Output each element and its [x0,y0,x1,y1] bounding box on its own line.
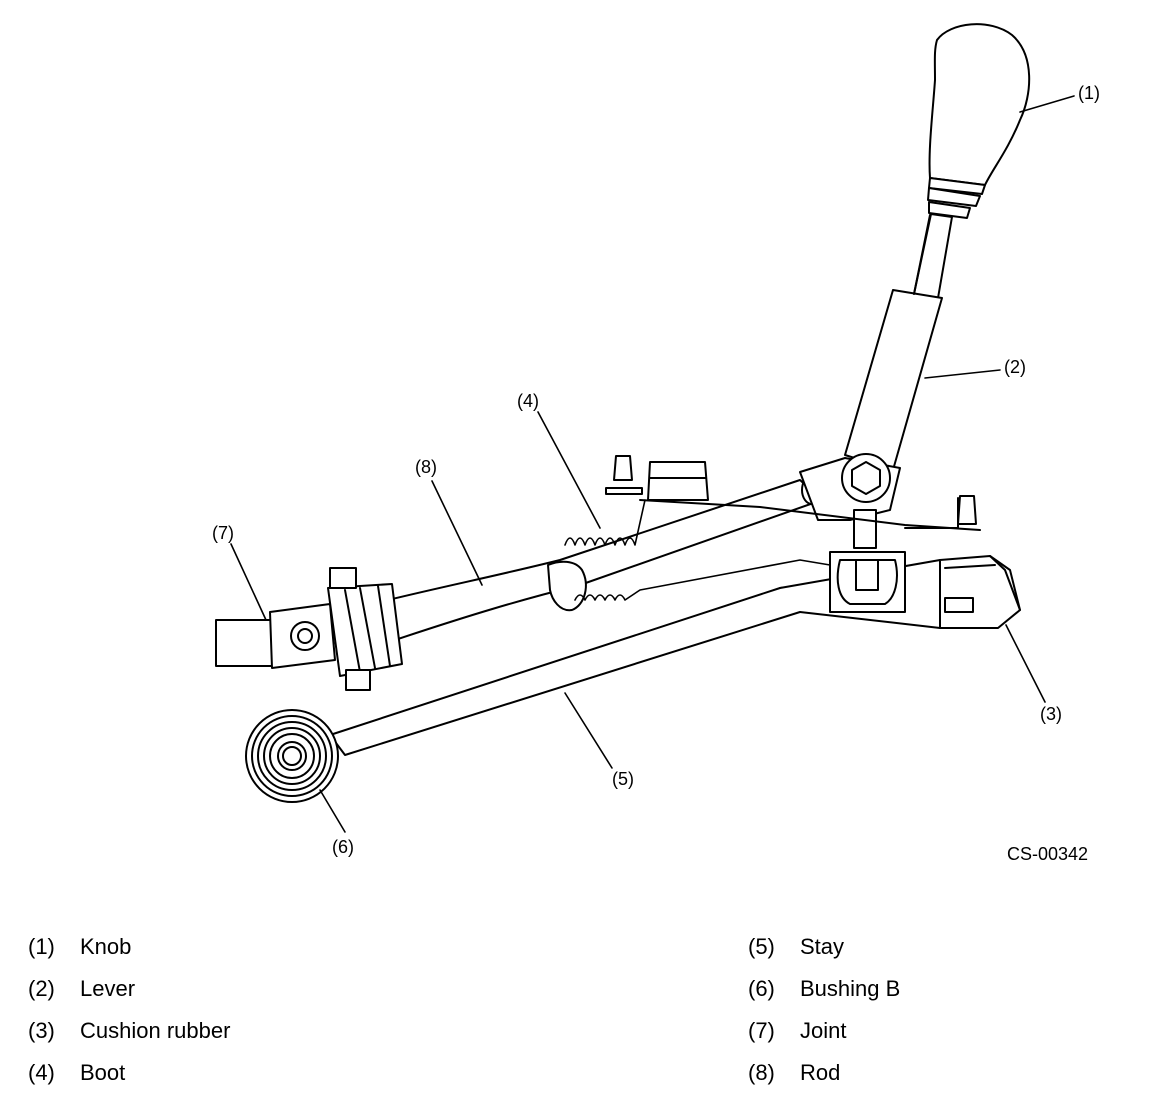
stay-bracket-part [639,497,981,613]
legend-label: Knob [80,934,132,959]
legend-label: Joint [800,1018,847,1043]
callout-1: (1) [1078,83,1100,103]
legend-number: (5) [748,934,775,959]
gearshift-assembly-drawing [215,23,1075,833]
lever-part [844,213,953,471]
legend-label: Boot [80,1060,126,1085]
legend-label: Lever [80,976,136,1001]
lever-joint-part [799,453,901,549]
legend-number: (4) [28,1060,55,1085]
joint-part [215,567,403,691]
legend-number: (1) [28,934,55,959]
legend-number: (3) [28,1018,55,1043]
mounting-posts [605,455,977,525]
bushing-b-part [245,709,339,803]
callout-8: (8) [415,457,437,477]
boot-part [564,499,831,601]
figure-code: CS-00342 [1007,844,1089,864]
legend-label: Cushion rubber [80,1018,231,1043]
legend-number: (7) [748,1018,775,1043]
legend-label: Rod [800,1060,841,1085]
callout-5: (5) [612,769,634,789]
legend-number: (8) [748,1060,775,1085]
leader-lines [230,95,1075,833]
cushion-rubber-part [939,555,1021,629]
legend-number: (2) [28,976,55,1001]
callout-4: (4) [517,391,539,411]
callout-2: (2) [1004,357,1026,377]
legend-label: Bushing B [800,976,901,1001]
knob-part [927,23,1031,219]
legend-label: Stay [800,934,845,959]
callout-7: (7) [212,523,234,543]
callout-6: (6) [332,837,354,857]
callout-3: (3) [1040,704,1062,724]
legend-number: (6) [748,976,775,1001]
